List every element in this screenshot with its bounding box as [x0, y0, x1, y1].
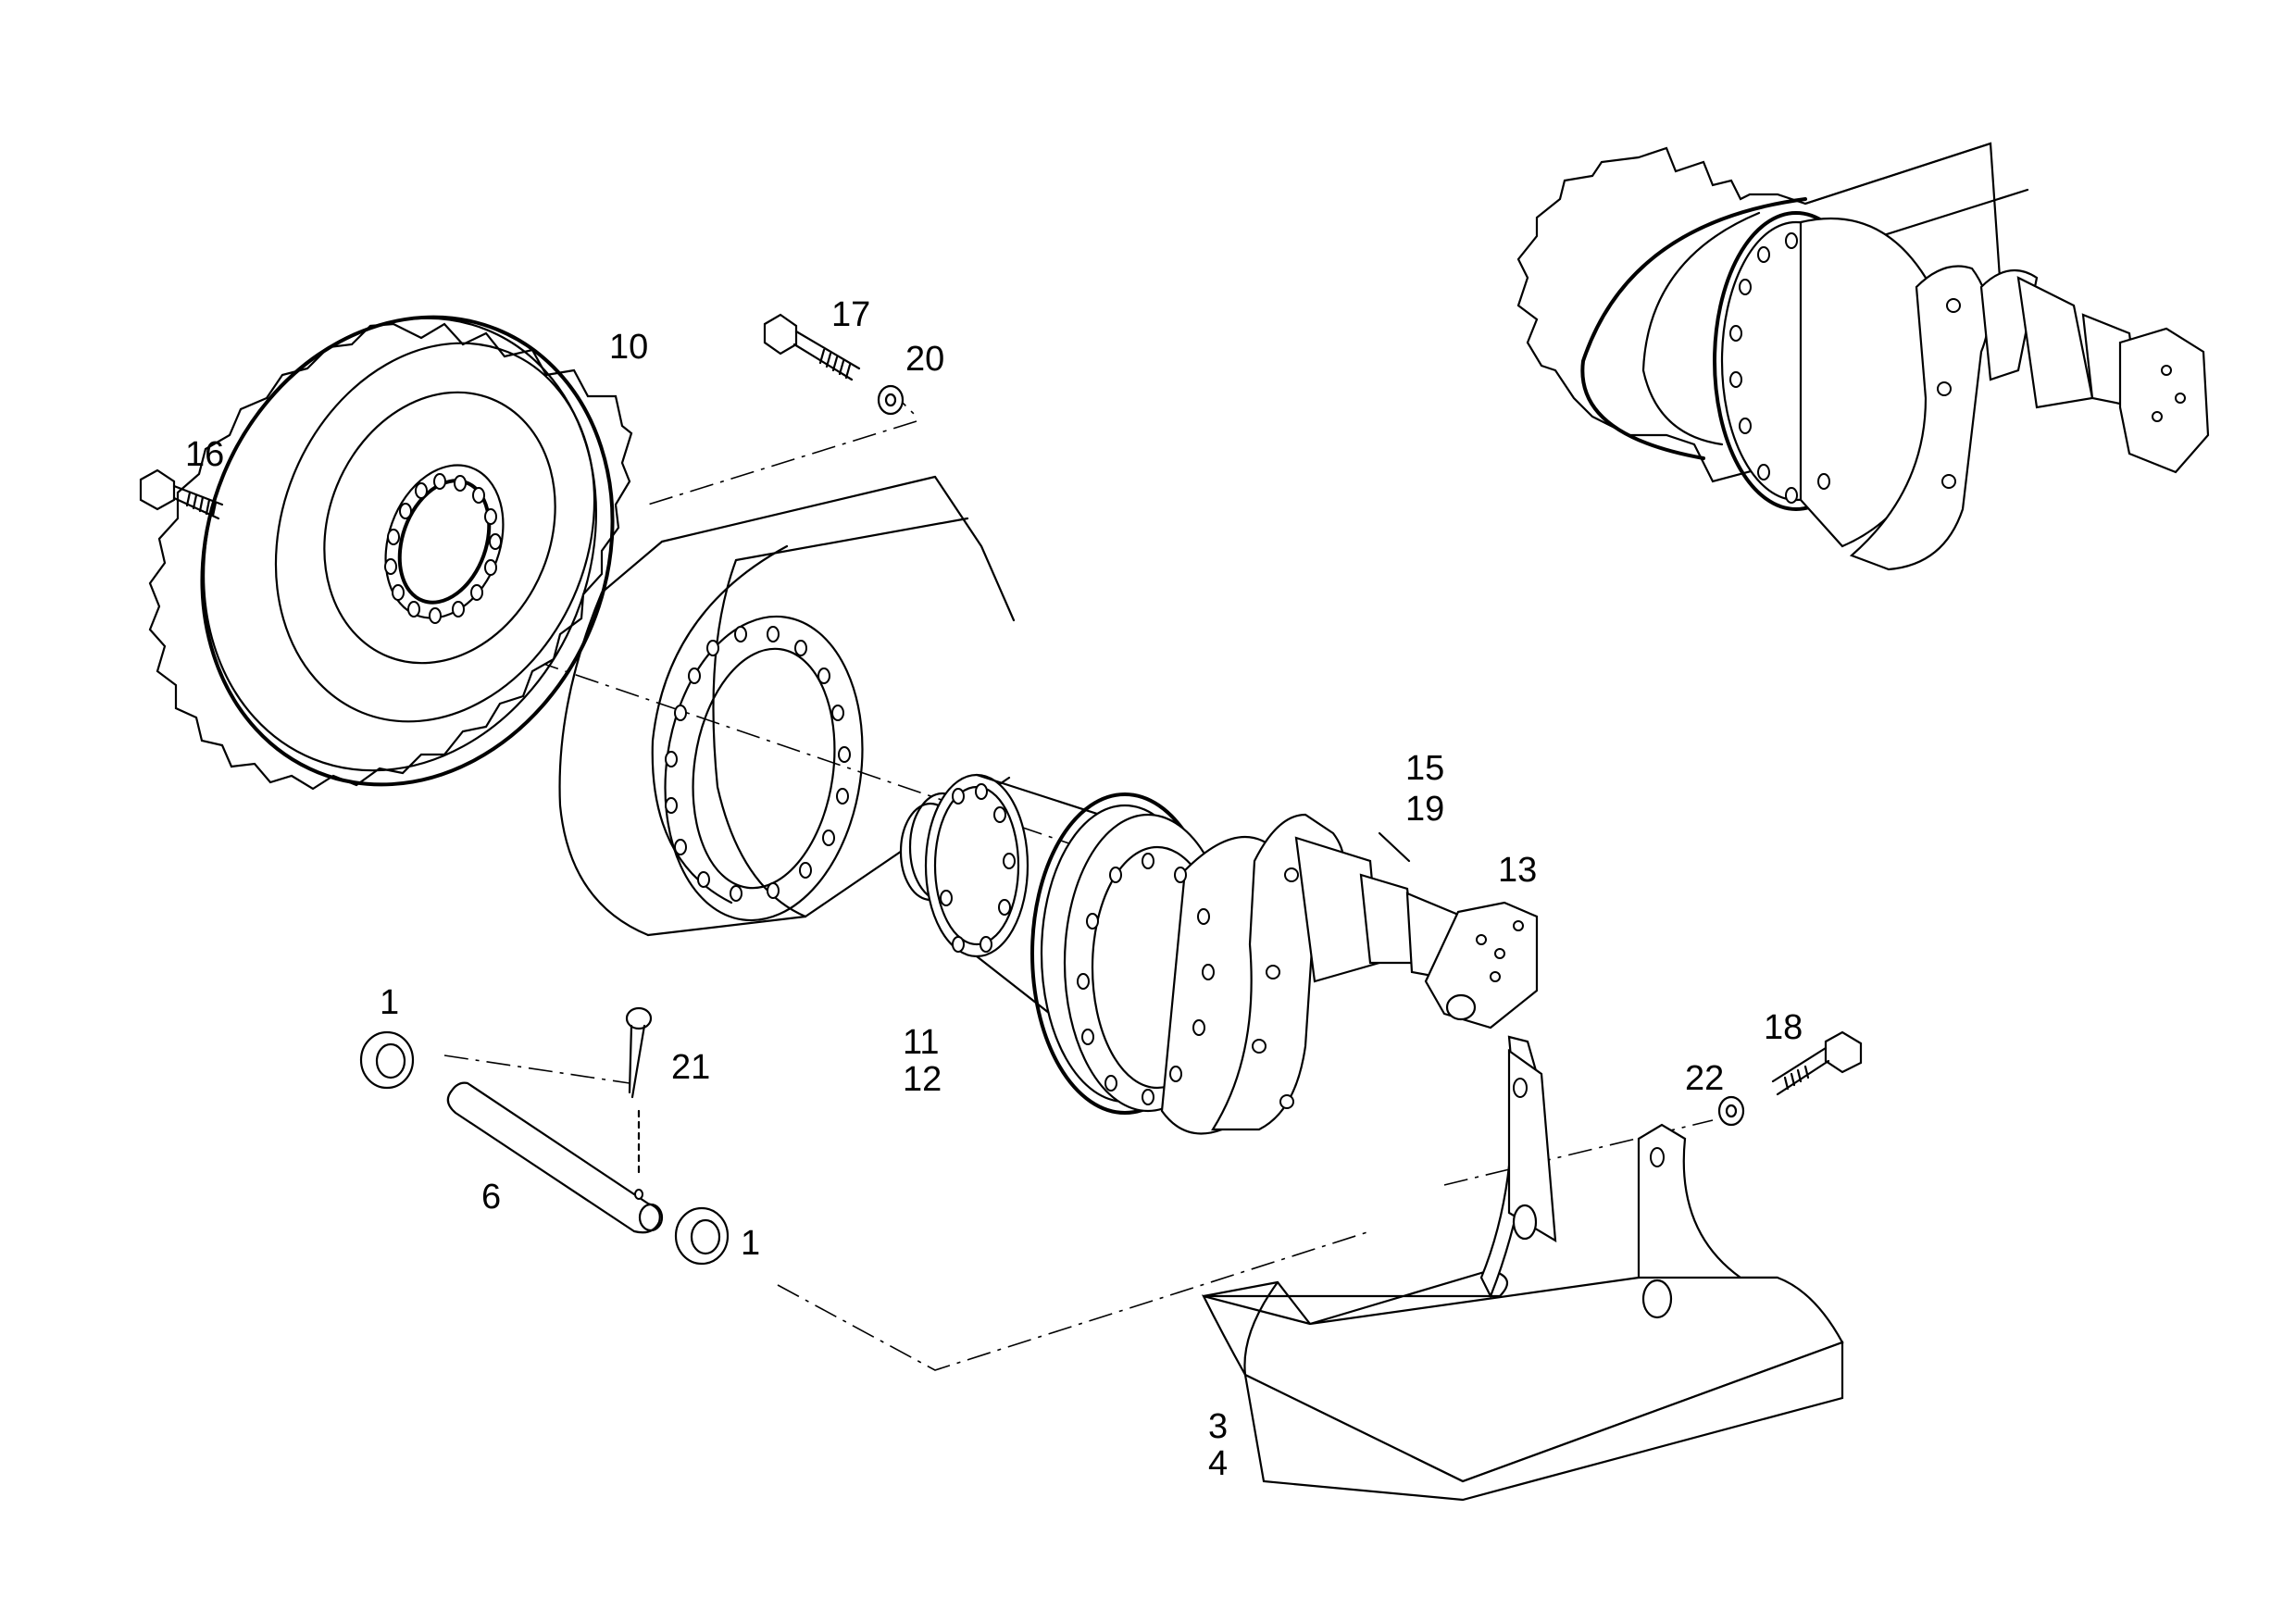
part-label-11: 11	[903, 1023, 939, 1062]
part-label-18: 18	[1764, 1008, 1803, 1047]
part-label-3: 3	[1208, 1407, 1228, 1446]
part-label-1-left: 1	[380, 983, 399, 1022]
washer-22	[1717, 1095, 1745, 1127]
bracket	[1201, 1035, 1844, 1502]
part-label-4: 4	[1208, 1444, 1228, 1483]
part-label-15: 15	[1405, 749, 1444, 788]
frame-bolt-holes	[665, 626, 851, 902]
sprocket-wheel	[148, 315, 633, 791]
sprocket-bolt-holes	[384, 473, 502, 624]
bolt-16	[139, 468, 224, 520]
pin-6	[446, 1081, 664, 1234]
inset-bolts	[1729, 232, 2186, 504]
seal-ring-1-left	[359, 1030, 415, 1090]
part-label-17: 17	[831, 295, 870, 334]
assembled-view-inset	[1516, 142, 2210, 571]
drive-unit-bolts	[940, 783, 1524, 1109]
part-label-22: 22	[1685, 1059, 1724, 1098]
part-label-19: 19	[1405, 790, 1444, 829]
part-label-21: 21	[671, 1048, 710, 1087]
part-label-16: 16	[185, 435, 224, 474]
part-label-12: 12	[903, 1060, 942, 1099]
part-label-1-right: 1	[741, 1224, 760, 1263]
part-label-10: 10	[609, 328, 648, 367]
washer-20	[877, 384, 905, 416]
part-number-labels: 1 1 3 4 6 10 11 12 13 15 16 17 18 19 20 …	[185, 295, 1803, 1483]
drive-unit	[899, 773, 1539, 1135]
part-label-6: 6	[481, 1178, 501, 1216]
bolt-18	[1771, 1030, 1863, 1096]
part-label-13: 13	[1498, 851, 1537, 890]
bolt-17	[763, 313, 861, 381]
part-label-20: 20	[905, 340, 944, 379]
cotter-pin-21	[625, 1006, 653, 1178]
seal-ring-1-right	[674, 1206, 730, 1266]
track-frame	[558, 475, 1016, 937]
